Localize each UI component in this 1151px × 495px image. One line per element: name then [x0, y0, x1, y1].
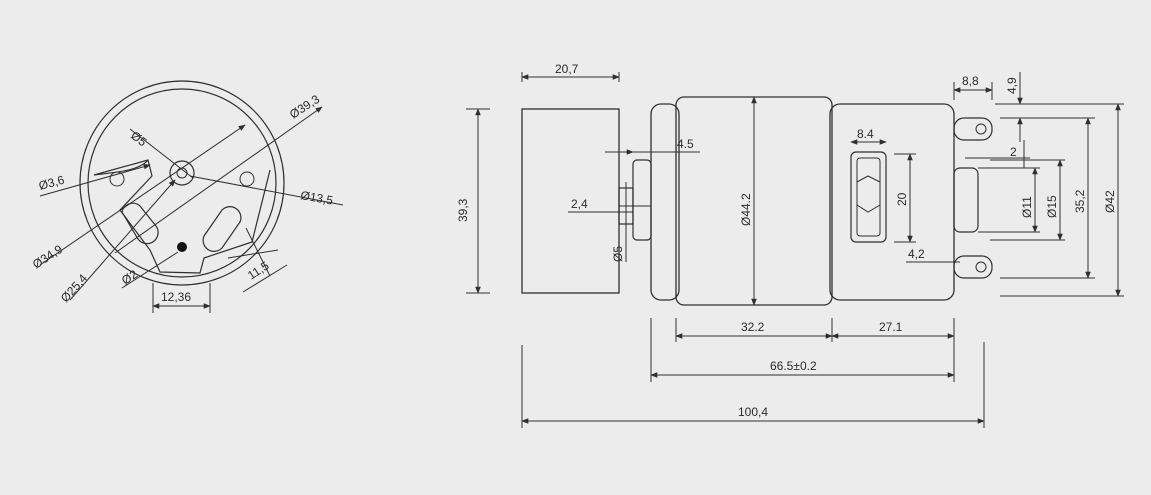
dim-32-2: 32.2 [741, 320, 765, 334]
dim-d39-3: Ø39,3 [287, 92, 322, 122]
dim-d44-2: Ø44.2 [739, 193, 753, 226]
dim-20-7: 20,7 [555, 62, 579, 76]
side-view-dimension-labels: 20,7 39,3 4.5 2,4 Ø5 Ø44.2 8.4 20 4,2 8,… [456, 62, 1117, 419]
dim-2-4: 2,4 [571, 197, 588, 211]
side-view: 20,7 39,3 4.5 2,4 Ø5 Ø44.2 8.4 20 4,2 8,… [456, 62, 1124, 428]
dim-27-1: 27.1 [879, 320, 903, 334]
dim-d34-9: Ø34,9 [30, 242, 65, 272]
side-view-outline [521, 96, 993, 306]
front-view: Ø39,3 Ø5 Ø3,6 Ø13,5 Ø34,9 Ø25,4 Ø2 11,5 … [30, 80, 344, 313]
dim-39-3-side: 39,3 [456, 198, 470, 222]
dim-35-2: 35,2 [1073, 189, 1087, 213]
dim-4-2: 4,2 [908, 247, 925, 261]
dim-100-4: 100,4 [738, 405, 768, 419]
dim-d25-4: Ø25,4 [58, 271, 90, 305]
dim-d13-5: Ø13,5 [299, 188, 334, 208]
dim-d42: Ø42 [1103, 190, 1117, 213]
dim-66-5: 66.5±0.2 [770, 359, 817, 373]
dim-12-36: 12,36 [161, 290, 191, 304]
dim-d3-6: Ø3,6 [37, 173, 66, 193]
side-view-dimension-lines [466, 72, 1124, 428]
dim-2: 2 [1010, 145, 1017, 159]
dim-8-8: 8,8 [962, 74, 979, 88]
dim-d15: Ø15 [1045, 195, 1059, 218]
dim-4-9: 4,9 [1005, 77, 1019, 94]
dim-d2: Ø2 [119, 267, 140, 288]
dim-8-4: 8.4 [857, 127, 874, 141]
dim-d5-side: Ø5 [611, 246, 625, 262]
dim-4-5: 4.5 [677, 137, 694, 151]
dim-20: 20 [895, 192, 909, 206]
dim-11-5: 11,5 [245, 258, 272, 282]
front-view-dimension-lines [39, 106, 344, 313]
dim-d11: Ø11 [1020, 196, 1034, 218]
dim-d5-front: Ø5 [128, 128, 149, 149]
